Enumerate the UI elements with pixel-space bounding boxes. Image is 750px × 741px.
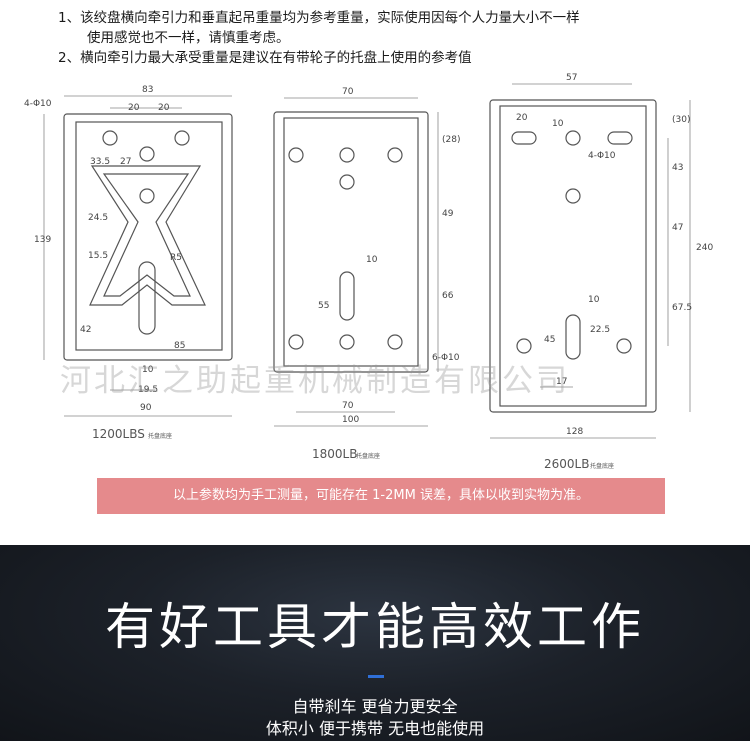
caption-1200: 1200LBS — [92, 427, 145, 441]
technical-drawings: 4-Φ10 83 20 20 33.5 27 24.5 15.5 139 85 … — [0, 70, 750, 475]
dim2-holes: 6-Φ10 — [432, 353, 460, 363]
dim3-base: 128 — [566, 427, 583, 437]
caption-2600-small: 托盘底座 — [590, 462, 614, 470]
dim2-f: 70 — [342, 401, 354, 411]
measurement-notice: 以上参数均为手工测量，可能存在 1-2MM 误差，具体以收到实物为准。 — [97, 478, 665, 514]
caption-2600: 2600LB — [544, 457, 589, 471]
dim2-base: 100 — [342, 415, 359, 425]
plate-2600 — [489, 99, 657, 413]
dim1-h: 10 — [142, 365, 154, 375]
banner-subtitle-1: 自带刹车 更省力更安全 — [292, 697, 458, 716]
caption-1800: 1800LB — [312, 447, 357, 461]
dim3-j: 17 — [556, 377, 567, 387]
dim2-e: 66 — [442, 291, 454, 301]
accent-bar — [368, 675, 384, 678]
dim2-c: 10 — [366, 255, 378, 265]
dim3-holes: 4-Φ10 — [588, 151, 616, 161]
dim2-top: 70 — [342, 87, 354, 97]
caption-1200-small: 托盘底座 — [148, 432, 172, 440]
dim3-height: 240 — [696, 243, 713, 253]
plate-1800 — [273, 111, 429, 373]
dim1-r: R5 — [170, 253, 182, 263]
dim3-f: 10 — [588, 295, 600, 305]
note-line-2: 使用感觉也不一样，请慎重考虑。 — [87, 30, 290, 46]
drawings-svg: 4-Φ10 83 20 20 33.5 27 24.5 15.5 139 85 … — [24, 73, 713, 471]
dim1-c: 33.5 — [90, 157, 110, 167]
dim3-d: 43 — [672, 163, 683, 173]
note-line-3: 2、横向牵引力最大承受重量是建议在有带轮子的托盘上使用的参考值 — [58, 50, 472, 66]
dim3-c: (30) — [672, 115, 690, 125]
banner-subtitle-2: 体积小 便于携带 无电也能使用 — [265, 719, 485, 738]
dim3-b: 10 — [552, 119, 564, 129]
dim1-height: 139 — [34, 235, 51, 245]
dim1-e: 24.5 — [88, 213, 108, 223]
dim1-a: 20 — [128, 103, 140, 113]
dim1-f: 15.5 — [88, 251, 108, 261]
dim1-holes: 4-Φ10 — [24, 99, 52, 109]
dimension-labels: 4-Φ10 83 20 20 33.5 27 24.5 15.5 139 85 … — [24, 73, 713, 437]
dim3-top: 57 — [566, 73, 577, 83]
note-line-1: 1、该绞盘横向牵引力和垂直起吊重量均为参考重量，实际使用因每个人力量大小不一样 — [58, 10, 580, 26]
company-watermark: 河北汇之助起重机械制造有限公司 — [60, 363, 570, 399]
dim2-b: 49 — [442, 209, 454, 219]
dim3-h: 45 — [544, 335, 555, 345]
dim1-base: 90 — [140, 403, 152, 413]
dim3-a: 20 — [516, 113, 528, 123]
dim2-d: 55 — [318, 301, 329, 311]
promo-banner: 有好工具才能高效工作 自带刹车 更省力更安全 体积小 便于携带 无电也能使用 — [0, 545, 750, 741]
dim3-i: 67.5 — [672, 303, 692, 313]
plate-1200 — [63, 113, 233, 361]
drawing-captions: 1200LBS 托盘底座 1800LB 托盘底座 2600LB 托盘底座 — [92, 427, 614, 471]
dim1-width: 83 — [142, 85, 153, 95]
dim1-g: 42 — [80, 325, 91, 335]
dim1-i: 19.5 — [138, 385, 158, 395]
dim3-g: 22.5 — [590, 325, 610, 335]
dim1-d: 27 — [120, 157, 131, 167]
dimension-lines — [43, 83, 691, 439]
caption-1800-small: 托盘底座 — [356, 452, 380, 460]
dim2-a: (28) — [442, 135, 460, 145]
dim3-e: 47 — [672, 223, 683, 233]
banner-slogan: 有好工具才能高效工作 — [105, 598, 645, 656]
usage-notes: 1、该绞盘横向牵引力和垂直起吊重量均为参考重量，实际使用因每个人力量大小不一样 … — [58, 8, 718, 68]
dim1-b: 20 — [158, 103, 170, 113]
dim1-slot: 85 — [174, 341, 185, 351]
